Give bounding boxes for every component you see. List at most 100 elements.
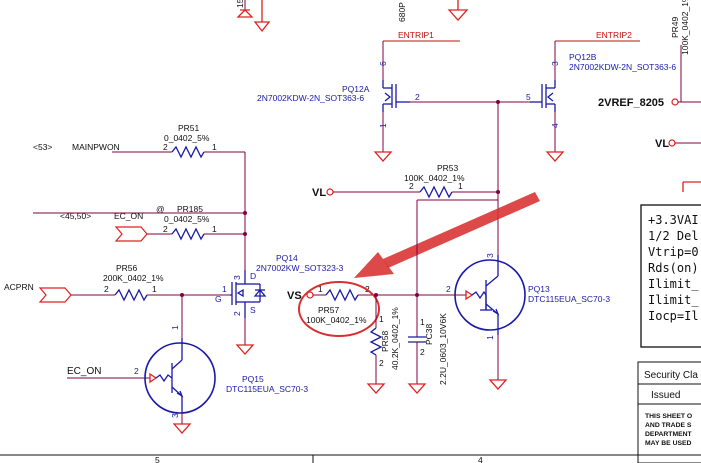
- pr51-pin2: 2: [163, 142, 168, 152]
- ec-on-label: EC_ON: [114, 211, 143, 221]
- highlight-circle: [298, 281, 380, 337]
- pr53-pin2: 2: [409, 181, 414, 191]
- pq15-input-label: EC_ON: [67, 366, 101, 377]
- pr56-value: 200K_0402_1%: [103, 273, 164, 283]
- pr53-pin1: 1: [458, 181, 463, 191]
- pr185-marker: @: [156, 204, 165, 214]
- pq15-pin3: 3: [170, 413, 180, 418]
- pq13-pin3: 3: [485, 253, 495, 258]
- pr58-pin2: 2: [379, 358, 384, 368]
- note-line-1: +3.3VAI: [648, 213, 699, 227]
- pq14-d: D: [250, 271, 256, 281]
- pq15-name: PQ15: [242, 374, 264, 384]
- notes-box: +3.3VAI 1/2 Del Vtrip=0 Rds(on) Ilimit_ …: [640, 204, 701, 348]
- pc38-capacitor: 1 2 PC38 2.2U_0603_10V6K: [407, 199, 498, 394]
- pr185-pin1: 1: [212, 224, 217, 234]
- pr58-value: 40.2K_0402_1%: [390, 307, 400, 370]
- net-vl-right: VL: [655, 138, 669, 150]
- pq12b-pin5: 5: [526, 92, 531, 102]
- issued-label: Issued: [651, 390, 680, 401]
- pc38-pin1: 1: [420, 317, 425, 327]
- pq12b-pin4: 4: [550, 123, 560, 128]
- pr56-pin1: 1: [152, 284, 157, 294]
- pq12b-name: PQ12B: [569, 52, 597, 62]
- pr53-name: PR53: [437, 163, 459, 173]
- pq12b-pin3: 3: [550, 61, 560, 66]
- pr51-value: 0_0402_5%: [164, 133, 210, 143]
- pr58-name: PR58: [380, 330, 390, 352]
- note-line-6: Ilimit_: [648, 293, 699, 307]
- pr51-name: PR51: [178, 123, 200, 133]
- pr53-resistor: VL PR53 100K_0402_1% 2 1: [312, 163, 500, 199]
- zone-5: 5: [155, 455, 160, 463]
- pr57-pin1: 1: [318, 284, 323, 294]
- top-frag-15: 15: [235, 0, 245, 8]
- pq13-name: PQ13: [528, 284, 550, 294]
- pr51-pin1: 1: [212, 142, 217, 152]
- net-vs: VS: [287, 290, 302, 302]
- legal-line-1: THIS SHEET O: [645, 413, 692, 420]
- pq14-pin2: 2: [232, 311, 242, 316]
- pr185-resistor: <45,50> EC_ON @ PR185 0_0402_5% 2 1: [33, 204, 247, 242]
- pr57-name: PR57: [318, 305, 340, 315]
- mainpwon-ref: <53>: [33, 142, 52, 152]
- sheet-border: 5 4: [0, 454, 701, 463]
- title-block: Security Cla Issued THIS SHEET O AND TRA…: [637, 361, 701, 463]
- note-line-7: Iocp=Il: [648, 309, 699, 323]
- pq12a-pin2: 2: [415, 92, 420, 102]
- note-line-4: Rds(on): [648, 261, 699, 275]
- pr57-resistor: VS 1 2 PR57 100K_0402_1%: [287, 281, 455, 337]
- note-line-3: Vtrip=0: [648, 245, 699, 259]
- pr185-value: 0_0402_5%: [164, 214, 210, 224]
- pq14-s: S: [250, 305, 256, 315]
- pq15-transistor: EC_ON 2 1 3 PQ15 DTC115EUA_SC70-3: [67, 325, 308, 434]
- pq12a-name: PQ12A: [342, 84, 370, 94]
- net-entrip1: ENTRIP1: [398, 30, 434, 40]
- pr57-value: 100K_0402_1%: [306, 315, 367, 325]
- legal-line-3: DEPARTMENT: [645, 431, 693, 438]
- pq14-pin1: 1: [222, 284, 227, 294]
- top-fragments: 15 680P PR49 100K_0402_1%: [235, 0, 690, 102]
- pq14-name: PQ14: [276, 253, 298, 263]
- pq15-part: DTC115EUA_SC70-3: [226, 384, 308, 394]
- pq12a-pin1: 1: [378, 123, 388, 128]
- net-vl-mid: VL: [312, 187, 326, 199]
- zone-4: 4: [478, 455, 483, 463]
- pc38-value: 2.2U_0603_10V6K: [438, 313, 448, 385]
- note-line-5: Ilimit_: [648, 277, 699, 291]
- pr53-value: 100K_0402_1%: [404, 173, 465, 183]
- pr185-pin2: 2: [163, 224, 168, 234]
- pq15-pin2: 2: [134, 366, 139, 376]
- pq13-part: DTC115EUA_SC70-3: [528, 294, 610, 304]
- pq15-pin1: 1: [170, 325, 180, 330]
- pq13-pin2: 2: [446, 284, 451, 294]
- pq13-transistor: 2 3 1 PQ13 DTC115EUA_SC70-3: [446, 253, 610, 390]
- pr58-pin1: 1: [379, 314, 384, 324]
- vref-net: 2VREF_8205 VL: [598, 97, 701, 192]
- pq12a-part: 2N7002KDW-2N_SOT363-6: [257, 93, 364, 103]
- pr56-resistor: ACPRN PR56 200K_0402_1% 2 1: [4, 263, 230, 338]
- pq14-g: G: [215, 294, 222, 304]
- top-frag-680p: 680P: [397, 2, 407, 22]
- pq14-part: 2N7002KW_SOT323-3: [256, 263, 344, 273]
- pq14-pin3-top: 3: [232, 275, 242, 280]
- pr49-value: 100K_0402_1%: [680, 0, 690, 55]
- pq13-pin1: 1: [485, 335, 495, 340]
- pq12a-mosfet: ENTRIP1 6 2 1 PQ12A 2N7002KDW-2N_SOT363-…: [257, 30, 498, 162]
- ec-on-ref: <45,50>: [60, 211, 91, 221]
- pc38-name: PC38: [424, 323, 434, 345]
- pr49-name: PR49: [670, 16, 680, 38]
- pr185-name: PR185: [177, 204, 203, 214]
- pq12b-part: 2N7002KDW-2N_SOT363-6: [569, 62, 676, 72]
- acprn-label: ACPRN: [4, 282, 34, 292]
- pq14-mosfet: PQ14 2N7002KW_SOT323-3 3 1 G D S 2: [215, 253, 344, 355]
- legal-line-4: MAY BE USED: [645, 440, 692, 447]
- pr58-resistor: 1 2 PR58 40.2K_0402_1%: [366, 295, 400, 394]
- pr56-name: PR56: [116, 263, 138, 273]
- pq12a-pin6: 6: [378, 61, 388, 66]
- mainpwon-label: MAINPWON: [72, 142, 120, 152]
- net-2vref: 2VREF_8205: [598, 97, 664, 109]
- legal-line-2: AND TRADE S: [645, 422, 692, 429]
- security-class: Security Cla: [644, 370, 698, 381]
